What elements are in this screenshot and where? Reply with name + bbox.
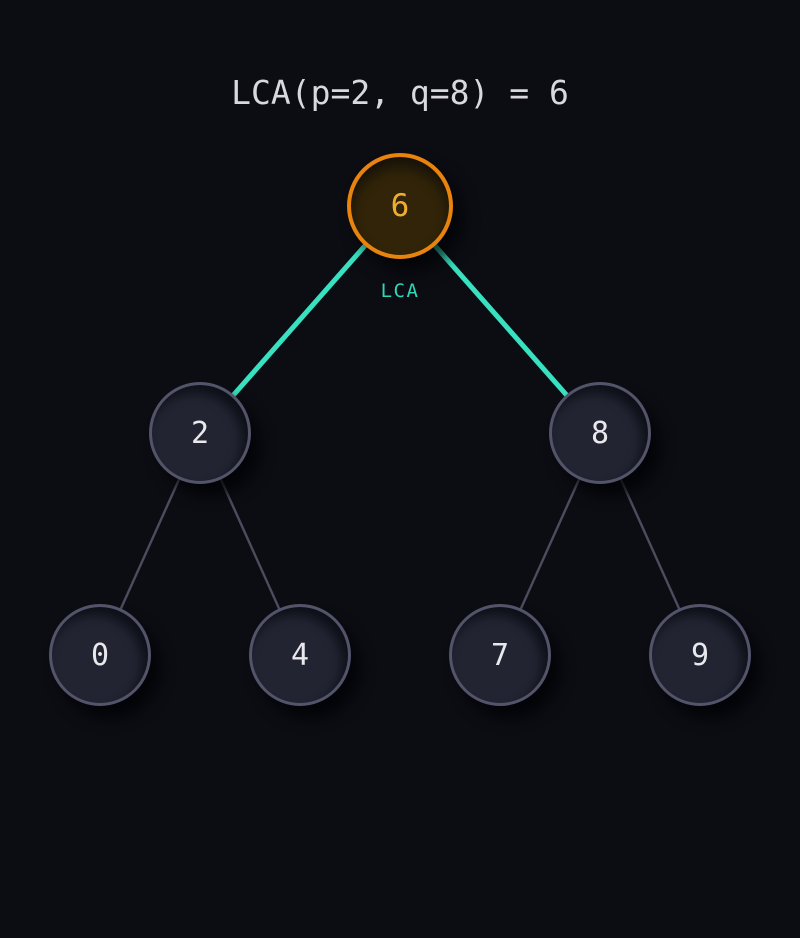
page-title: LCA(p=2, q=8) = 6 [231,73,569,112]
tree-node-8: 8 [549,382,651,484]
tree-node-6: 6 [347,153,453,259]
tree-node-7: 7 [449,604,551,706]
lca-label: LCA [380,280,420,302]
tree-node-4: 4 [249,604,351,706]
tree-node-0: 0 [49,604,151,706]
tree-node-2: 2 [149,382,251,484]
tree-node-9: 9 [649,604,751,706]
